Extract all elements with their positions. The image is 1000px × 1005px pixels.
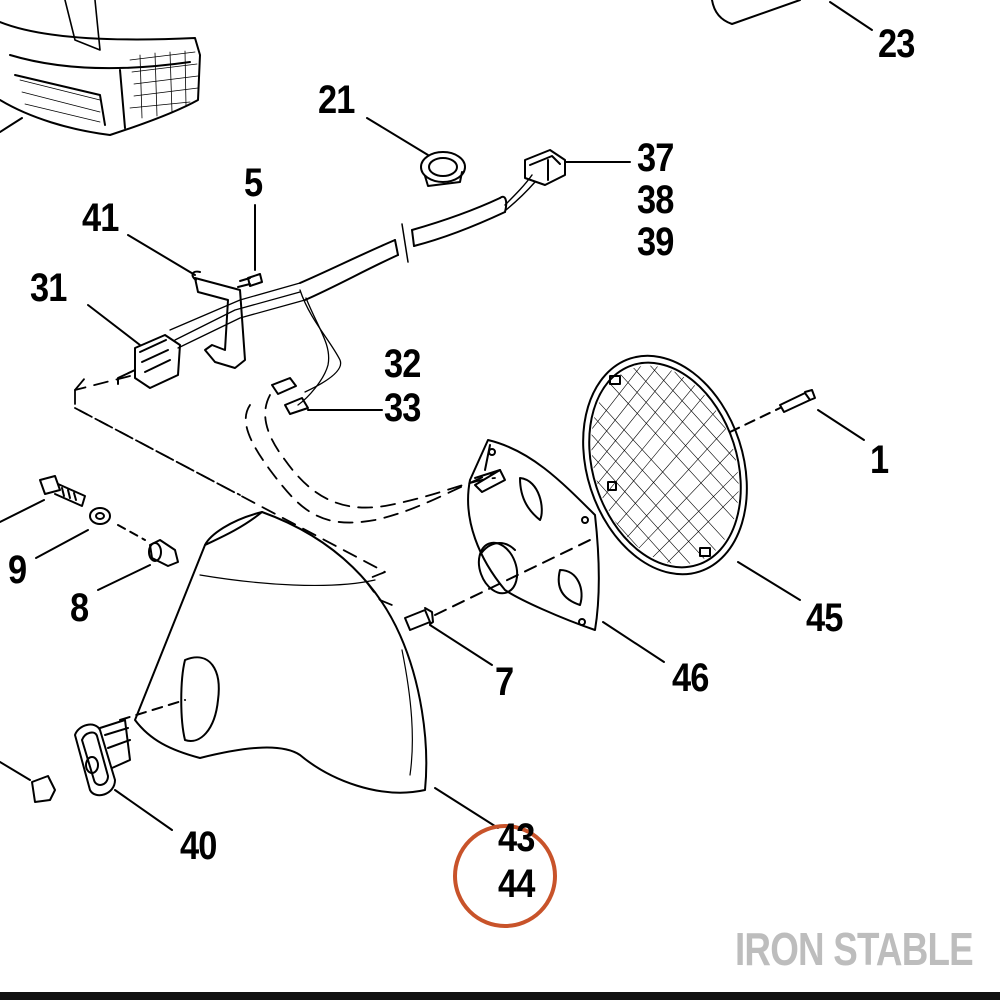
reflector-plate [467,439,665,663]
callout-7: 7 [495,660,514,704]
callout-43: 43 [498,816,535,860]
watermark-text: IRON STABLE [735,923,974,975]
callout-1: 1 [870,438,889,482]
callout-45: 45 [806,596,843,640]
bezel-clip [0,699,186,831]
bottom-border [0,992,1000,1000]
callout-31: 31 [30,266,67,310]
wiring-harness [87,117,631,415]
part-23-fragment [711,0,873,31]
screw-1 [729,389,865,441]
callout-41: 41 [82,196,119,240]
callout-9: 9 [8,548,27,592]
callout-23: 23 [878,22,915,66]
callout-38: 38 [637,178,674,222]
callout-33: 33 [384,386,421,430]
callout-39: 39 [637,220,674,264]
lens-grille [566,346,801,601]
circle-highlight-icon [453,824,557,928]
callout-40: 40 [180,824,217,868]
headlamp-housing [0,0,201,136]
headlamp-shell [134,511,499,829]
callout-21: 21 [318,78,355,122]
callout-5: 5 [244,161,263,205]
bolt-washer-spacer [0,475,179,591]
bolt-7 [404,539,591,666]
callout-46: 46 [672,656,709,700]
callout-37: 37 [637,136,674,180]
callout-32: 32 [384,342,421,386]
callout-8: 8 [70,586,89,630]
callout-44: 44 [498,862,535,906]
assembly-dashed-lines [74,375,501,606]
